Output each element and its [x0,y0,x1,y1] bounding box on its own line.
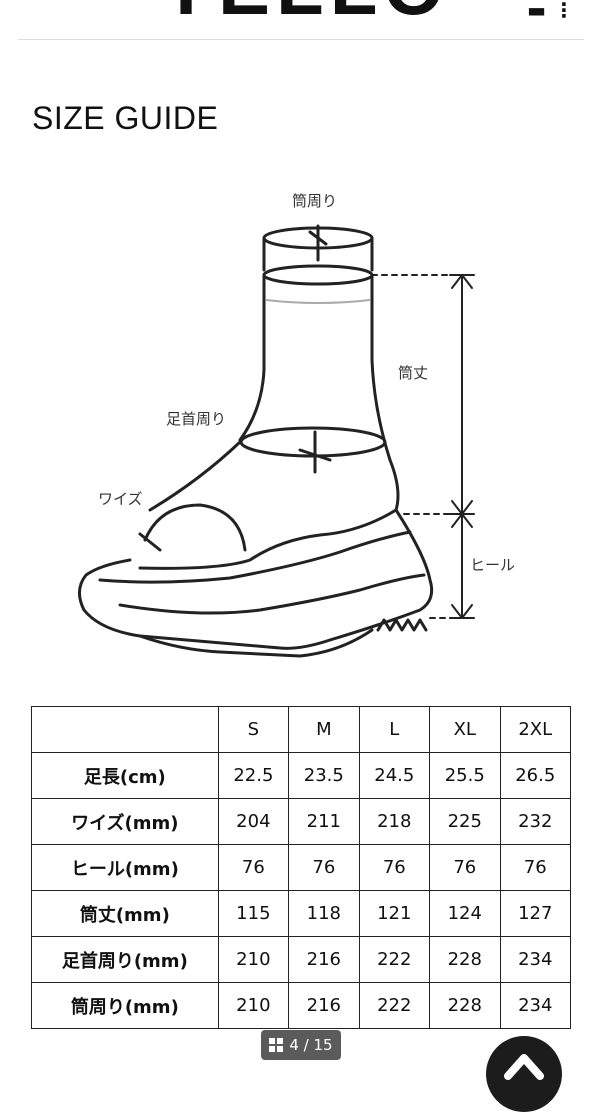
table-cell: 228 [429,936,501,983]
pager-text: 4 / 15 [289,1036,333,1054]
label-shaft-circumference: 筒周り [292,192,337,210]
grid-icon [269,1038,284,1052]
table-cell: 222 [358,982,431,1029]
row-label: 筒丈(mm) [31,890,219,937]
bag-icon[interactable]: ▬ [527,0,554,22]
row-label: 足長(cm) [31,752,219,799]
table-cell: 76 [358,844,431,891]
table-cell: 222 [358,936,431,983]
table-cell: 118 [288,890,360,937]
header-divider [18,39,584,40]
table-cell: 22.5 [217,752,290,799]
column-header: L [358,706,431,753]
table-cell: 121 [358,890,431,937]
table-row: 筒周り(mm) 210 216 222 228 234 [31,982,571,1029]
table-cell: 76 [217,844,290,891]
table-cell: 124 [429,890,501,937]
table-cell: 76 [429,844,501,891]
size-table: S M L XL 2XL 足長(cm) 22.5 23.5 24.5 25.5 … [31,706,571,1029]
row-label: ワイズ(mm) [31,798,219,845]
table-cell: 210 [217,936,290,983]
table-cell: 26.5 [499,752,571,799]
column-header: XL [429,706,501,753]
column-header: 2XL [499,706,571,753]
table-cell: 127 [499,890,571,937]
table-cell: 204 [217,798,290,845]
table-cell: 23.5 [288,752,360,799]
table-row: ワイズ(mm) 204 211 218 225 232 [31,798,571,845]
label-ankle-circumference: 足首周り [166,410,226,428]
table-cell: 216 [288,936,360,983]
table-cell: 76 [288,844,360,891]
table-header-row: S M L XL 2XL [31,706,571,753]
boot-diagram: 筒周り 筒丈 足首周り ワイズ ヒール [78,192,515,658]
table-cell: 115 [217,890,290,937]
table-corner-cell [31,706,219,753]
page-title: SIZE GUIDE [32,100,219,136]
table-cell: 232 [499,798,571,845]
table-cell: 234 [499,982,571,1029]
column-header: S [217,706,290,753]
table-cell: 234 [499,936,571,983]
table-row: ヒール(mm) 76 76 76 76 76 [31,844,571,891]
row-label: 筒周り(mm) [31,982,219,1029]
menu-icon[interactable]: ⋮ [554,0,582,22]
image-pager[interactable]: 4 / 15 [261,1030,341,1060]
label-width: ワイズ [98,490,143,508]
row-label: ヒール(mm) [31,844,219,891]
table-cell: 218 [358,798,431,845]
table-cell: 225 [429,798,501,845]
row-label: 足首周り(mm) [31,936,219,983]
column-header: M [288,706,360,753]
chevron-up-icon [504,1054,544,1080]
table-cell: 210 [217,982,290,1029]
table-row: 足長(cm) 22.5 23.5 24.5 25.5 26.5 [31,752,571,799]
table-cell: 25.5 [429,752,501,799]
brand-logo[interactable]: YELLO [160,0,450,26]
table-cell: 216 [288,982,360,1029]
scroll-to-top-button[interactable] [486,1036,562,1112]
table-cell: 24.5 [358,752,431,799]
label-shaft-height: 筒丈 [398,364,428,382]
header-icons[interactable]: ▬⋮ [527,0,582,22]
ankle-ellipse [239,426,387,458]
table-row: 筒丈(mm) 115 118 121 124 127 [31,890,571,937]
table-cell: 76 [499,844,571,891]
table-cell: 228 [429,982,501,1029]
table-row: 足首周り(mm) 210 216 222 228 234 [31,936,571,983]
table-cell: 211 [288,798,360,845]
label-heel: ヒール [470,556,515,574]
